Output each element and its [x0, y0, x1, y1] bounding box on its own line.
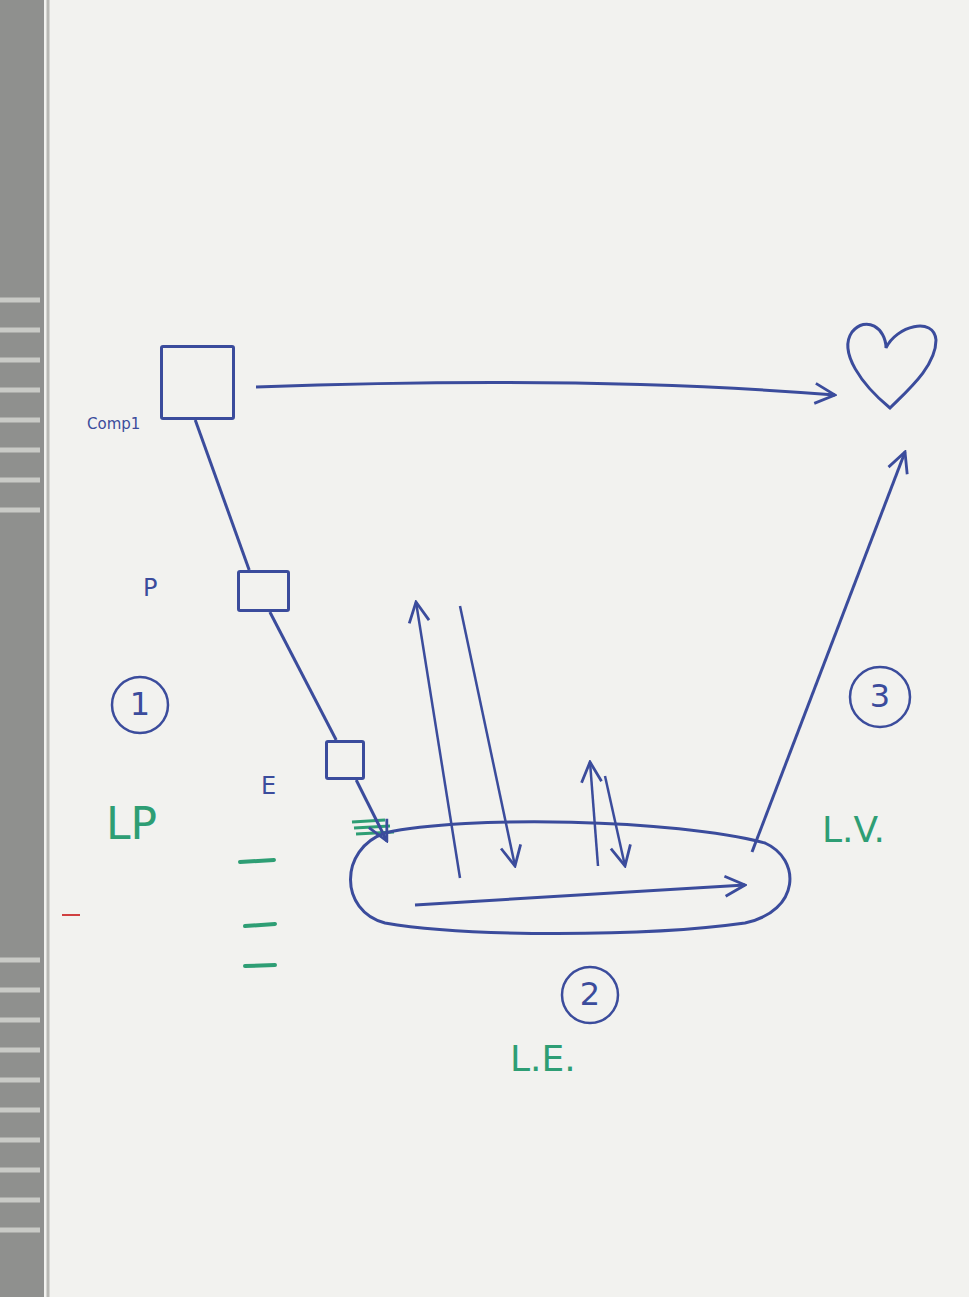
step-circle: [850, 667, 910, 727]
arrow-line: [590, 762, 598, 866]
paper-edge: [47, 0, 50, 1297]
heart-symbol: [848, 324, 936, 408]
window-blinds: [0, 0, 44, 1297]
component-box: Comp1: [160, 345, 235, 420]
node-label: L.E.: [510, 1039, 576, 1079]
node-label: Comp1: [87, 416, 140, 433]
callout-number: 2: [580, 977, 600, 1012]
arrow-line: [752, 452, 905, 852]
red-mark: [62, 914, 80, 916]
step-circle: [562, 967, 618, 1023]
ellipse-outline: [345, 815, 795, 935]
node-label: P: [143, 575, 157, 601]
arrow-line: [256, 382, 835, 395]
ellipse-region: L.E.: [345, 815, 795, 935]
stage-label: LP: [106, 800, 157, 848]
ellipse-outline: [351, 822, 790, 934]
connector-line: [195, 420, 249, 570]
step-circle: [112, 677, 168, 733]
connector-line: [270, 612, 336, 740]
node-label: E: [261, 773, 276, 799]
stage-label: L.V.: [822, 810, 885, 850]
blind-slats: [0, 300, 40, 1230]
small-box: E: [325, 740, 365, 780]
arrow-line: [415, 885, 745, 905]
small-box: P: [237, 570, 290, 612]
callout-number: 1: [130, 687, 150, 722]
connector-line: [356, 780, 387, 841]
green-dashes: [240, 860, 275, 966]
callout-number: 3: [870, 679, 890, 714]
arrow-line: [605, 776, 625, 866]
arrow-line: [460, 606, 515, 866]
arrow-line: [416, 602, 460, 878]
